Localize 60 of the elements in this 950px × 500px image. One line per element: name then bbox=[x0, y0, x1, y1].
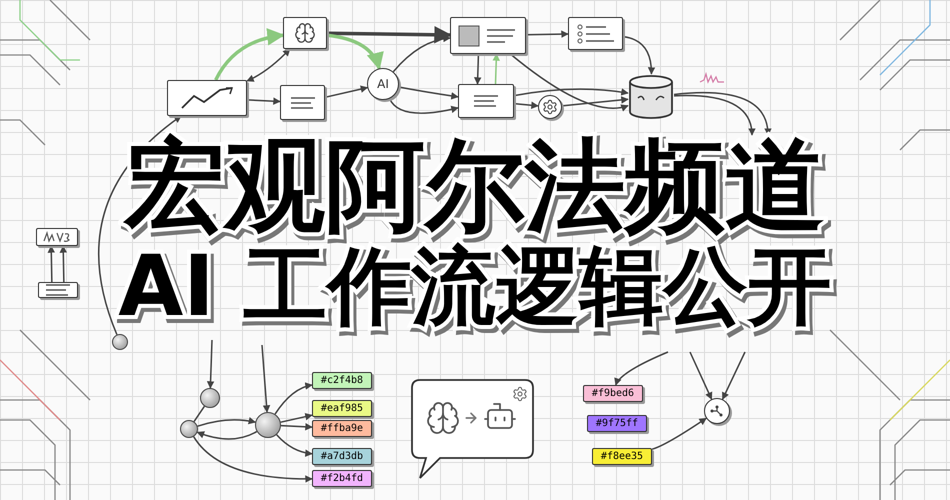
arrow bbox=[492, 53, 500, 84]
arrow bbox=[276, 434, 313, 457]
arrow bbox=[197, 417, 256, 427]
color-tag bbox=[312, 372, 372, 389]
arrow bbox=[326, 26, 452, 44]
arrow bbox=[193, 436, 313, 483]
connector-line bbox=[193, 406, 206, 422]
text-box bbox=[280, 85, 325, 120]
arrow bbox=[674, 94, 756, 136]
hex-code: #f9bed6 bbox=[592, 388, 634, 398]
text-box bbox=[458, 84, 514, 118]
color-tag bbox=[583, 385, 643, 402]
arrow bbox=[622, 36, 656, 75]
arrow bbox=[274, 382, 313, 415]
arrow bbox=[246, 97, 281, 105]
arrow bbox=[510, 53, 629, 112]
arrow bbox=[722, 352, 746, 400]
arrow bbox=[615, 351, 668, 386]
color-tag bbox=[312, 400, 372, 417]
color-tag bbox=[312, 420, 372, 437]
arrow bbox=[246, 48, 290, 82]
arrow bbox=[214, 28, 285, 81]
chart-box bbox=[167, 80, 247, 116]
database-cylinder bbox=[628, 74, 674, 120]
arrow bbox=[388, 98, 459, 114]
arrow bbox=[514, 102, 539, 109]
arrow bbox=[280, 413, 313, 423]
document-box bbox=[450, 17, 526, 54]
node-label: AI bbox=[377, 78, 389, 90]
hex-code: #9f75ff bbox=[596, 418, 638, 428]
text-box bbox=[38, 282, 78, 298]
note-box bbox=[36, 228, 78, 246]
color-tag bbox=[592, 448, 652, 465]
color-tag bbox=[312, 470, 372, 487]
hex-code: #a7d3db bbox=[320, 452, 364, 462]
arrow bbox=[398, 86, 459, 100]
arrow bbox=[689, 352, 712, 400]
hex-code: #c2f4b8 bbox=[320, 376, 364, 386]
arrow bbox=[392, 35, 451, 72]
hex-code: #f2b4fd bbox=[320, 474, 364, 484]
arrow bbox=[48, 245, 56, 282]
arrow bbox=[514, 88, 629, 96]
arrow bbox=[526, 30, 569, 38]
arrow bbox=[60, 245, 68, 282]
subtitle: AI 工作流逻辑公开 bbox=[118, 244, 832, 328]
color-tag bbox=[312, 448, 372, 465]
arrow bbox=[562, 96, 629, 107]
arrow bbox=[206, 340, 214, 389]
arrow bbox=[474, 54, 482, 85]
arrow bbox=[326, 34, 383, 70]
hex-code: #eaf985 bbox=[320, 404, 364, 414]
list-box bbox=[568, 17, 623, 50]
arrow bbox=[196, 430, 258, 440]
hex-code: #f8ee35 bbox=[600, 452, 644, 462]
hex-code: #ffba9e bbox=[320, 424, 364, 434]
color-tag bbox=[587, 415, 647, 432]
arrow bbox=[280, 423, 313, 430]
arrow bbox=[324, 85, 368, 98]
brain-box bbox=[283, 17, 327, 49]
arrow bbox=[261, 344, 270, 413]
